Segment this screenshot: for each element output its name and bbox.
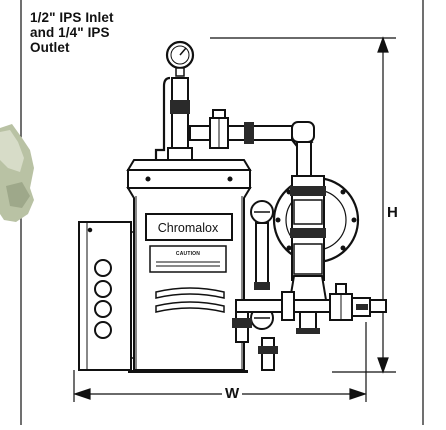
- lower-tee: [281, 291, 295, 321]
- gauge-stem-nut: [175, 67, 185, 77]
- connection-callout: 1/2" IPS Inlet and 1/4" IPS Outlet: [30, 10, 170, 55]
- horizontal-pipe: [189, 125, 295, 141]
- vent-slot-1: [155, 287, 225, 299]
- main-cabinet: [126, 159, 252, 373]
- control-box-screw: [87, 227, 93, 233]
- trap-assembly: [272, 175, 360, 334]
- indicator-light-1: [94, 259, 112, 277]
- sight-glass-column: [255, 222, 269, 290]
- height-top-arrow: [377, 36, 389, 53]
- photo-fragment: [0, 124, 34, 222]
- indicator-light-2: [94, 280, 112, 298]
- cabinet-screw-right: [227, 176, 233, 182]
- width-dimension: [73, 322, 367, 402]
- cabinet-top-lid: [126, 159, 252, 171]
- callout-line-1: 1/2" IPS Inlet: [30, 10, 114, 25]
- manifold-band-1: [290, 186, 326, 196]
- vertical-drop-pipe: [296, 141, 312, 177]
- width-right-arrow: [349, 388, 367, 400]
- pressure-gauge-needle: [179, 47, 187, 56]
- outlet-coupling-band: [356, 304, 368, 310]
- height-label: H: [386, 203, 399, 223]
- indicator-light-3: [94, 300, 112, 318]
- trap-drain: [299, 311, 317, 331]
- lower-left-band: [232, 318, 252, 328]
- width-label: W: [222, 386, 243, 402]
- lower-piping: [232, 283, 387, 371]
- brand-nameplate: [145, 213, 233, 241]
- sight-glass-fitting: [254, 282, 270, 290]
- indicator-light-4: [94, 321, 112, 339]
- drain-band: [258, 346, 278, 354]
- callout-line-3: Outlet: [30, 40, 70, 55]
- cabinet-base: [128, 370, 248, 373]
- caution-label: CAUTION: [175, 251, 201, 257]
- callout-line-2: and 1/4" IPS: [30, 25, 110, 40]
- riser-pipe: [171, 77, 189, 153]
- control-box: [78, 221, 137, 371]
- vent-slot-2: [155, 301, 225, 313]
- pipe-valve-handle: [212, 109, 226, 119]
- inlet-outlet-piping: [189, 109, 315, 177]
- siphon-tube: [154, 76, 171, 160]
- pressure-gauge-assembly: [154, 40, 195, 161]
- pipe-union: [244, 122, 254, 144]
- manifold-valve: [293, 199, 323, 225]
- manifold-band-2: [290, 228, 326, 238]
- cabinet-screw-left: [145, 176, 151, 182]
- riser-valve-band: [170, 100, 190, 114]
- warning-plate: [149, 245, 227, 273]
- height-bottom-arrow: [377, 357, 389, 374]
- brand-name: Chromalox: [157, 221, 219, 235]
- width-left-arrow: [73, 388, 91, 400]
- outlet-valve-stem: [335, 283, 347, 295]
- manifold-check-valve: [293, 243, 323, 275]
- elbow-fitting: [291, 121, 315, 143]
- riser-base-flange: [167, 147, 193, 161]
- trap-drain-plug: [296, 328, 320, 334]
